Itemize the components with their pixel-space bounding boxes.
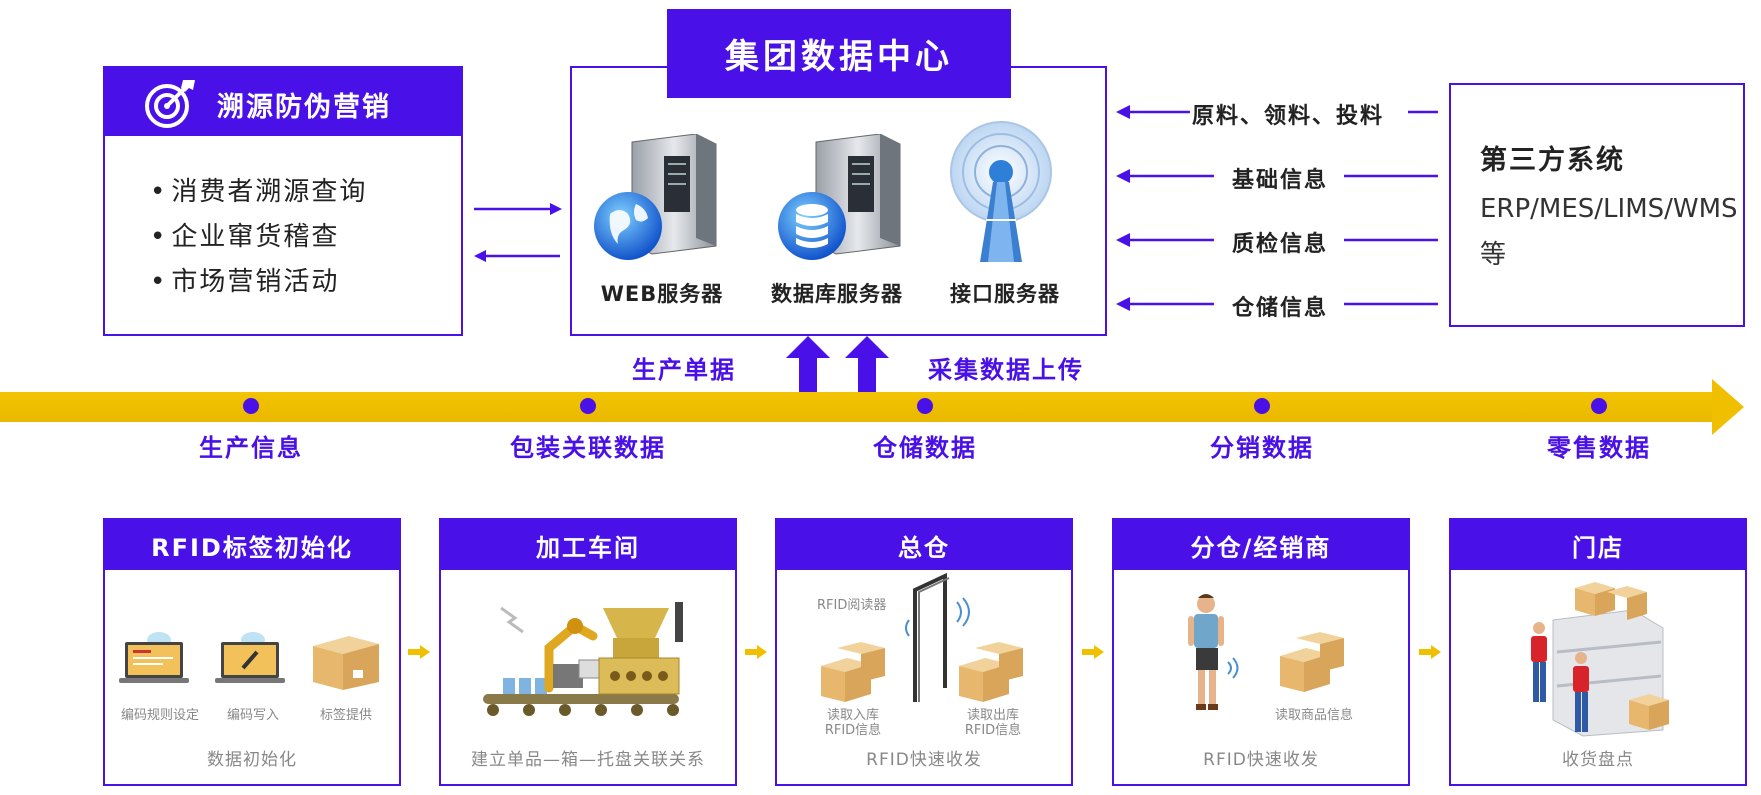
card-workshop: 加工车间 建立单品—箱—托盘关联关系: [439, 518, 737, 786]
stage-label: 分销数据: [1210, 434, 1314, 462]
database-server-label: 数据库服务器: [771, 282, 903, 306]
small-arrow-icon: [1082, 645, 1104, 659]
timeline-arrowhead: [1712, 379, 1744, 435]
traceability-title: 溯源防伪营销: [217, 92, 391, 123]
flow-label: 仓储信息: [1232, 290, 1329, 322]
timeline-dot: [1591, 398, 1607, 414]
card-distributor: 分仓/经销商 读取商品信息 RFID快速收发: [1112, 518, 1410, 786]
upload-arrows: [786, 336, 889, 392]
third-party-panel: [1449, 83, 1745, 327]
timeline-bar: [0, 392, 1718, 422]
data-upload-label: 采集数据上传: [928, 356, 1084, 384]
boxes-icon: [821, 642, 885, 702]
card-store: 门店 收货盘点: [1449, 518, 1747, 786]
interface-server-label: 接口服务器: [950, 282, 1060, 306]
target-arrow-icon: [145, 80, 195, 128]
laptop-pen-icon: [215, 632, 285, 683]
flow-label: 原料、领料、投料: [1192, 98, 1385, 130]
caption: RFID阅读器: [817, 598, 887, 613]
card-footer: 数据初始化: [207, 750, 297, 770]
small-arrow-icon: [408, 645, 430, 659]
caption: RFID信息: [964, 723, 1022, 738]
traceability-header: 溯源防伪营销: [105, 68, 461, 136]
cardboard-box-icon: [313, 636, 379, 690]
traceability-panel: 溯源防伪营销 消费者溯源查询 企业窜货稽查 市场营销活动: [103, 66, 463, 336]
card-title: 门店: [1451, 520, 1745, 570]
traceability-list: 消费者溯源查询 企业窜货稽查 市场营销活动: [150, 170, 367, 305]
caption: 读取出库: [966, 708, 1019, 723]
web-server-icon: [594, 134, 717, 260]
flow-label: 质检信息: [1232, 226, 1329, 258]
caption: 读取入库: [826, 708, 879, 723]
production-docs-label: 生产单据: [632, 356, 736, 384]
caption: 读取商品信息: [1274, 708, 1353, 723]
laptop-icon: [119, 632, 189, 683]
card-footer: RFID快速收发: [866, 750, 982, 770]
small-arrow-icon: [1419, 645, 1441, 659]
card-footer: 建立单品—箱—托盘关联关系: [471, 750, 705, 770]
flow-label: 基础信息: [1232, 162, 1329, 194]
stage-label: 包装关联数据: [510, 434, 666, 462]
stage-label: 生产信息: [199, 434, 303, 462]
store-shelf-icon: [1531, 582, 1669, 737]
caption: 编码规则设定: [120, 708, 199, 723]
card-title: 总仓: [777, 520, 1071, 570]
card-footer: RFID快速收发: [1203, 750, 1319, 770]
card-title: RFID标签初始化: [105, 520, 399, 570]
card-title: 加工车间: [441, 520, 735, 570]
timeline-dot: [1254, 398, 1270, 414]
database-server-icon: [778, 134, 901, 260]
person-icon: [1188, 594, 1239, 710]
list-item: 市场营销活动: [150, 260, 367, 305]
antenna-icon: [950, 121, 1052, 262]
timeline-dot: [917, 398, 933, 414]
stage-label: 仓储数据: [873, 434, 977, 462]
small-arrow-icon: [745, 645, 767, 659]
stage-label: 零售数据: [1547, 434, 1651, 462]
card-footer: 收货盘点: [1562, 750, 1634, 770]
bidirectional-arrows: [474, 203, 562, 262]
flow-arrows: [1116, 105, 1438, 311]
caption: RFID信息: [824, 723, 882, 738]
card-main-warehouse: 总仓 RFID阅读器 读取入库 RFID信息 读取出库 RFID信息 RFID快…: [775, 518, 1073, 786]
caption: 编码写入: [226, 708, 279, 723]
rfid-gate-icon: [905, 572, 970, 702]
list-item: 消费者溯源查询: [150, 170, 367, 215]
factory-machine-icon: [483, 602, 683, 716]
timeline-dot: [243, 398, 259, 414]
caption: 标签提供: [319, 708, 372, 723]
third-party-title: 第三方系统: [1480, 145, 1625, 176]
timeline-dot: [580, 398, 596, 414]
data-center-title: 集团数据中心: [667, 9, 1011, 98]
boxes-icon: [1280, 632, 1344, 692]
list-item: 企业窜货稽查: [150, 215, 367, 260]
card-title: 分仓/经销商: [1114, 520, 1408, 570]
boxes-icon: [959, 642, 1023, 702]
web-server-label: WEB服务器: [600, 282, 724, 306]
third-party-subtitle: ERP/MES/LIMS/WMS等: [1480, 194, 1738, 270]
card-rfid-init: RFID标签初始化 编码规则设定 编码写入 标签提供 数据初始化: [103, 518, 401, 786]
